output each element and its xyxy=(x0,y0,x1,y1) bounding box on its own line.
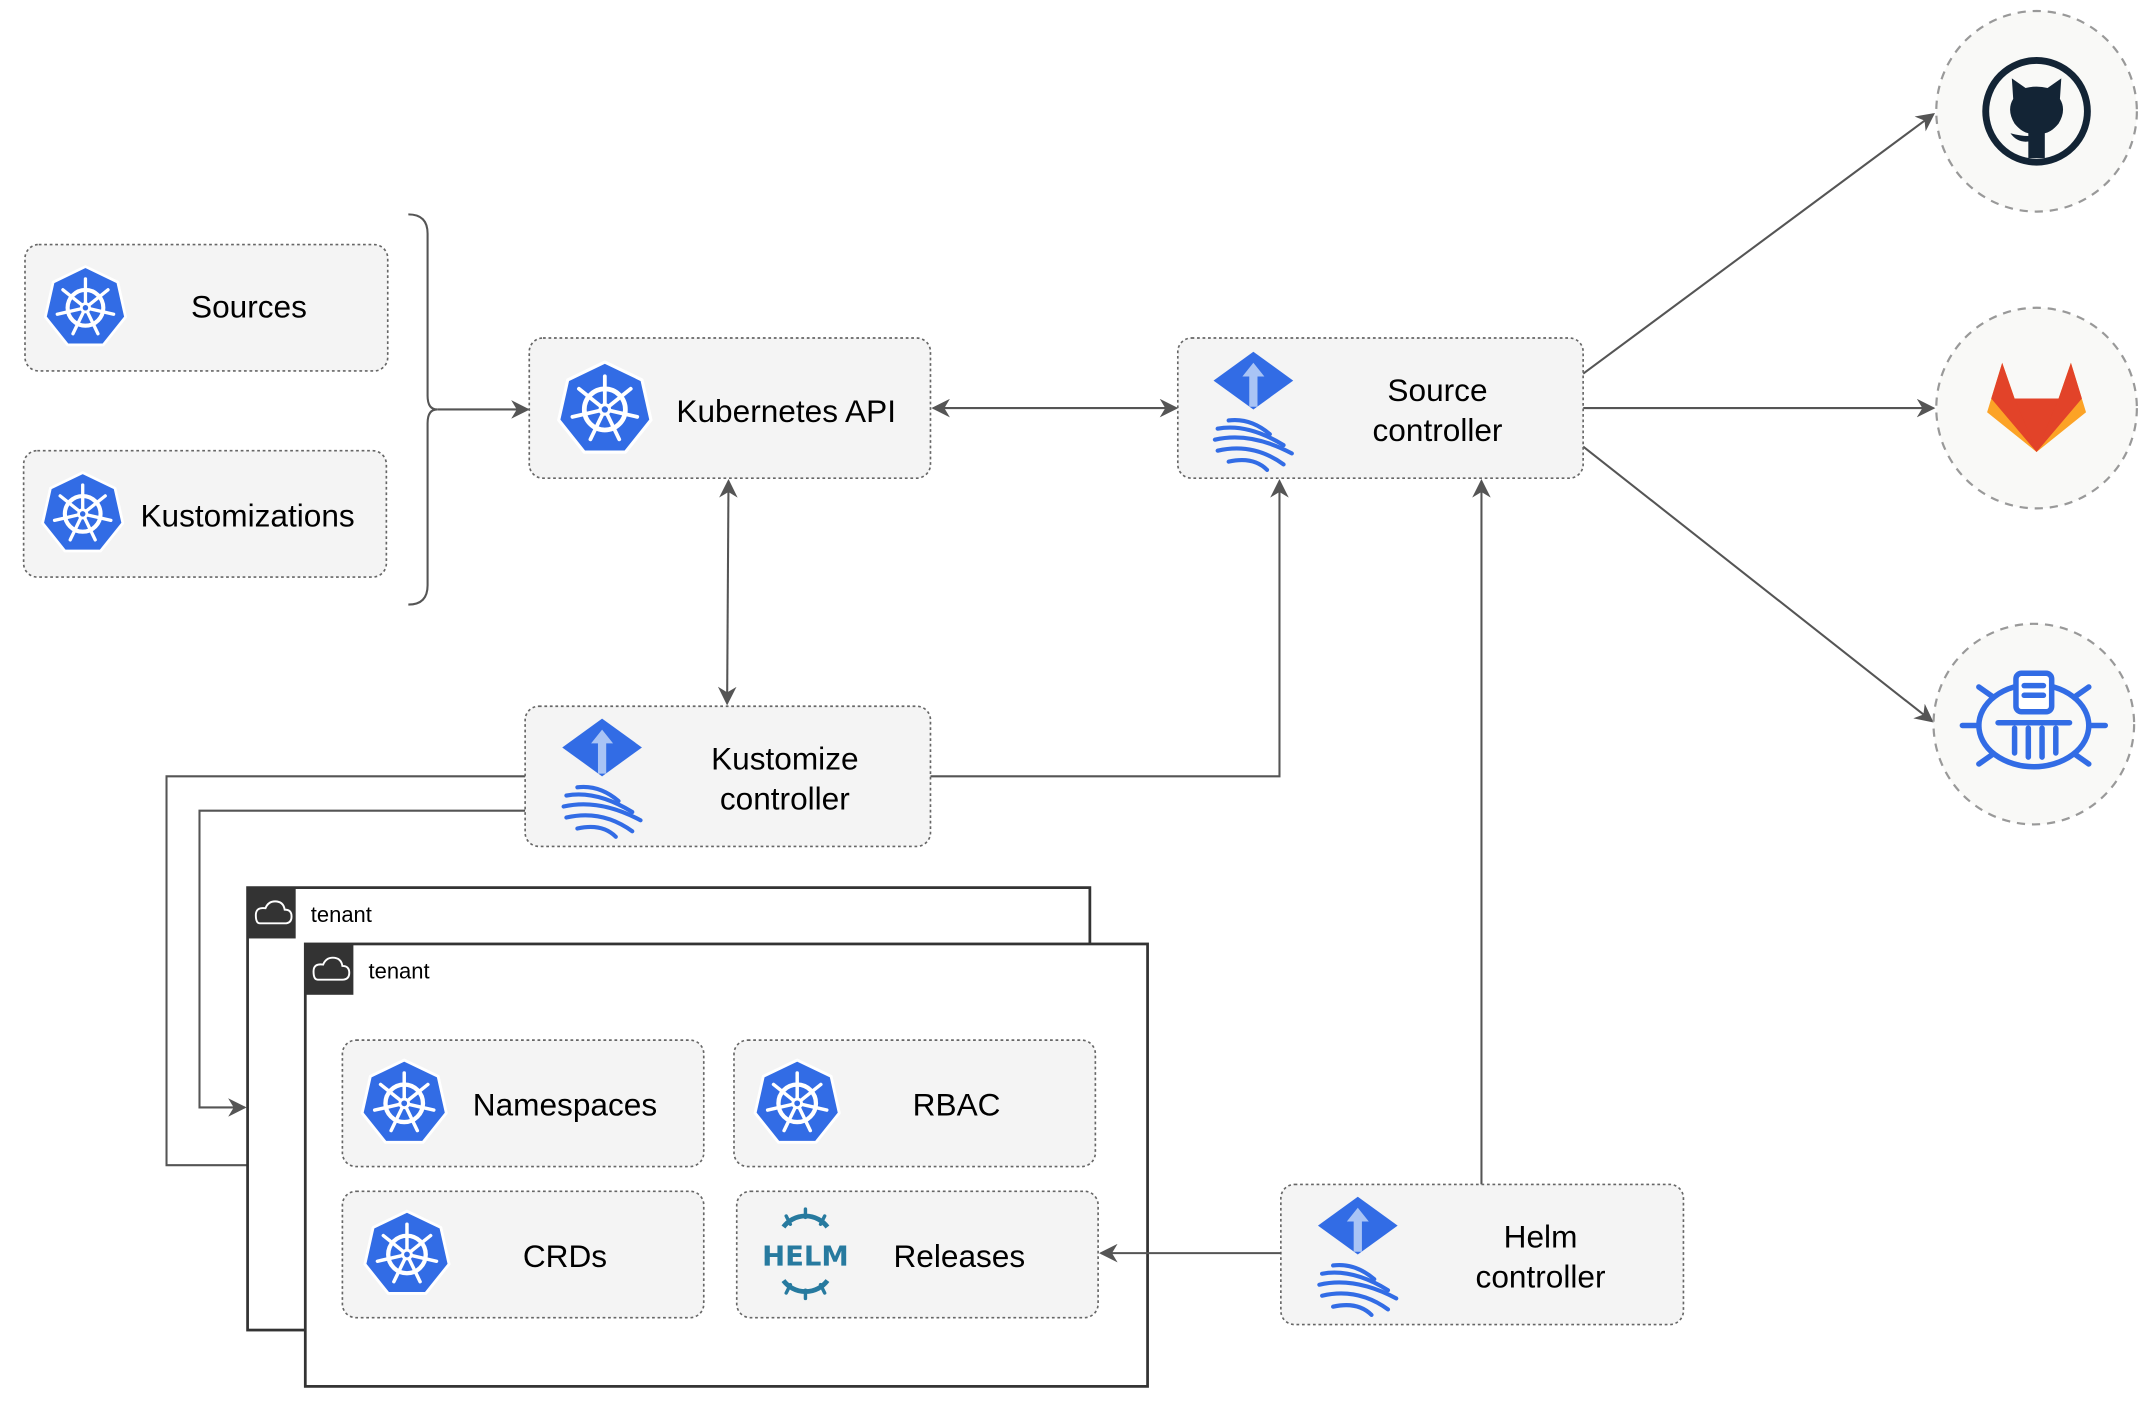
kustomizations-node[interactable]: Kustomizations xyxy=(22,449,388,578)
crds-node[interactable]: CRDs xyxy=(341,1190,705,1319)
kustomizations-label: Kustomizations xyxy=(140,497,354,533)
rbac-label: RBAC xyxy=(913,1087,1001,1123)
svg-text:HELM: HELM xyxy=(762,1240,849,1272)
edge-kustomize-to-tenant-2 xyxy=(198,809,526,1117)
sources-label: Sources xyxy=(191,288,307,324)
crds-label: CRDs xyxy=(523,1238,607,1274)
kubernetes-api-label: Kubernetes API xyxy=(676,393,896,429)
namespaces-node[interactable]: Namespaces xyxy=(341,1039,705,1168)
kustomize-controller-label-1: Kustomize xyxy=(711,740,858,776)
bucket-icon xyxy=(1959,670,2109,770)
edge-kustomize-to-tenant-1 xyxy=(165,775,526,1175)
source-controller-label-1: Source xyxy=(1387,372,1487,408)
kubernetes-api-node[interactable]: Kubernetes API xyxy=(528,337,932,479)
helm-controller-node[interactable]: Helm controller xyxy=(1280,1183,1685,1326)
gitlab-icon xyxy=(1987,362,2087,453)
tenant-label: tenant xyxy=(311,902,372,927)
tenant-group-front[interactable]: tenant Namespaces RBAC CRDs xyxy=(303,942,1149,1388)
bucket-node[interactable] xyxy=(1932,622,2136,826)
helm-controller-label-1: Helm xyxy=(1504,1219,1578,1255)
source-controller-label-2: controller xyxy=(1373,412,1503,448)
namespaces-label: Namespaces xyxy=(473,1087,657,1123)
sources-node[interactable]: Sources xyxy=(24,243,389,372)
brace xyxy=(408,213,438,606)
kustomize-controller-node[interactable]: Kustomize controller xyxy=(524,705,932,848)
kustomize-controller-label-2: controller xyxy=(720,780,850,816)
releases-node[interactable]: HELM Releases xyxy=(735,1190,1099,1319)
helm-icon: HELM xyxy=(762,1207,849,1301)
github-node[interactable] xyxy=(1935,9,2138,213)
edge-source-to-github xyxy=(1582,112,1936,375)
releases-label: Releases xyxy=(893,1238,1025,1274)
edge-k8s-api-kustomize-controller xyxy=(717,479,738,706)
edge-kustomize-to-source xyxy=(930,479,1289,778)
github-icon xyxy=(1982,57,2091,166)
gitlab-node[interactable] xyxy=(1935,306,2138,510)
source-controller-node[interactable]: Source controller xyxy=(1176,337,1584,479)
helm-controller-label-2: controller xyxy=(1476,1258,1606,1294)
rbac-node[interactable]: RBAC xyxy=(733,1039,1097,1168)
tenant-label: tenant xyxy=(369,958,430,983)
edge-source-to-bucket xyxy=(1582,445,1934,723)
